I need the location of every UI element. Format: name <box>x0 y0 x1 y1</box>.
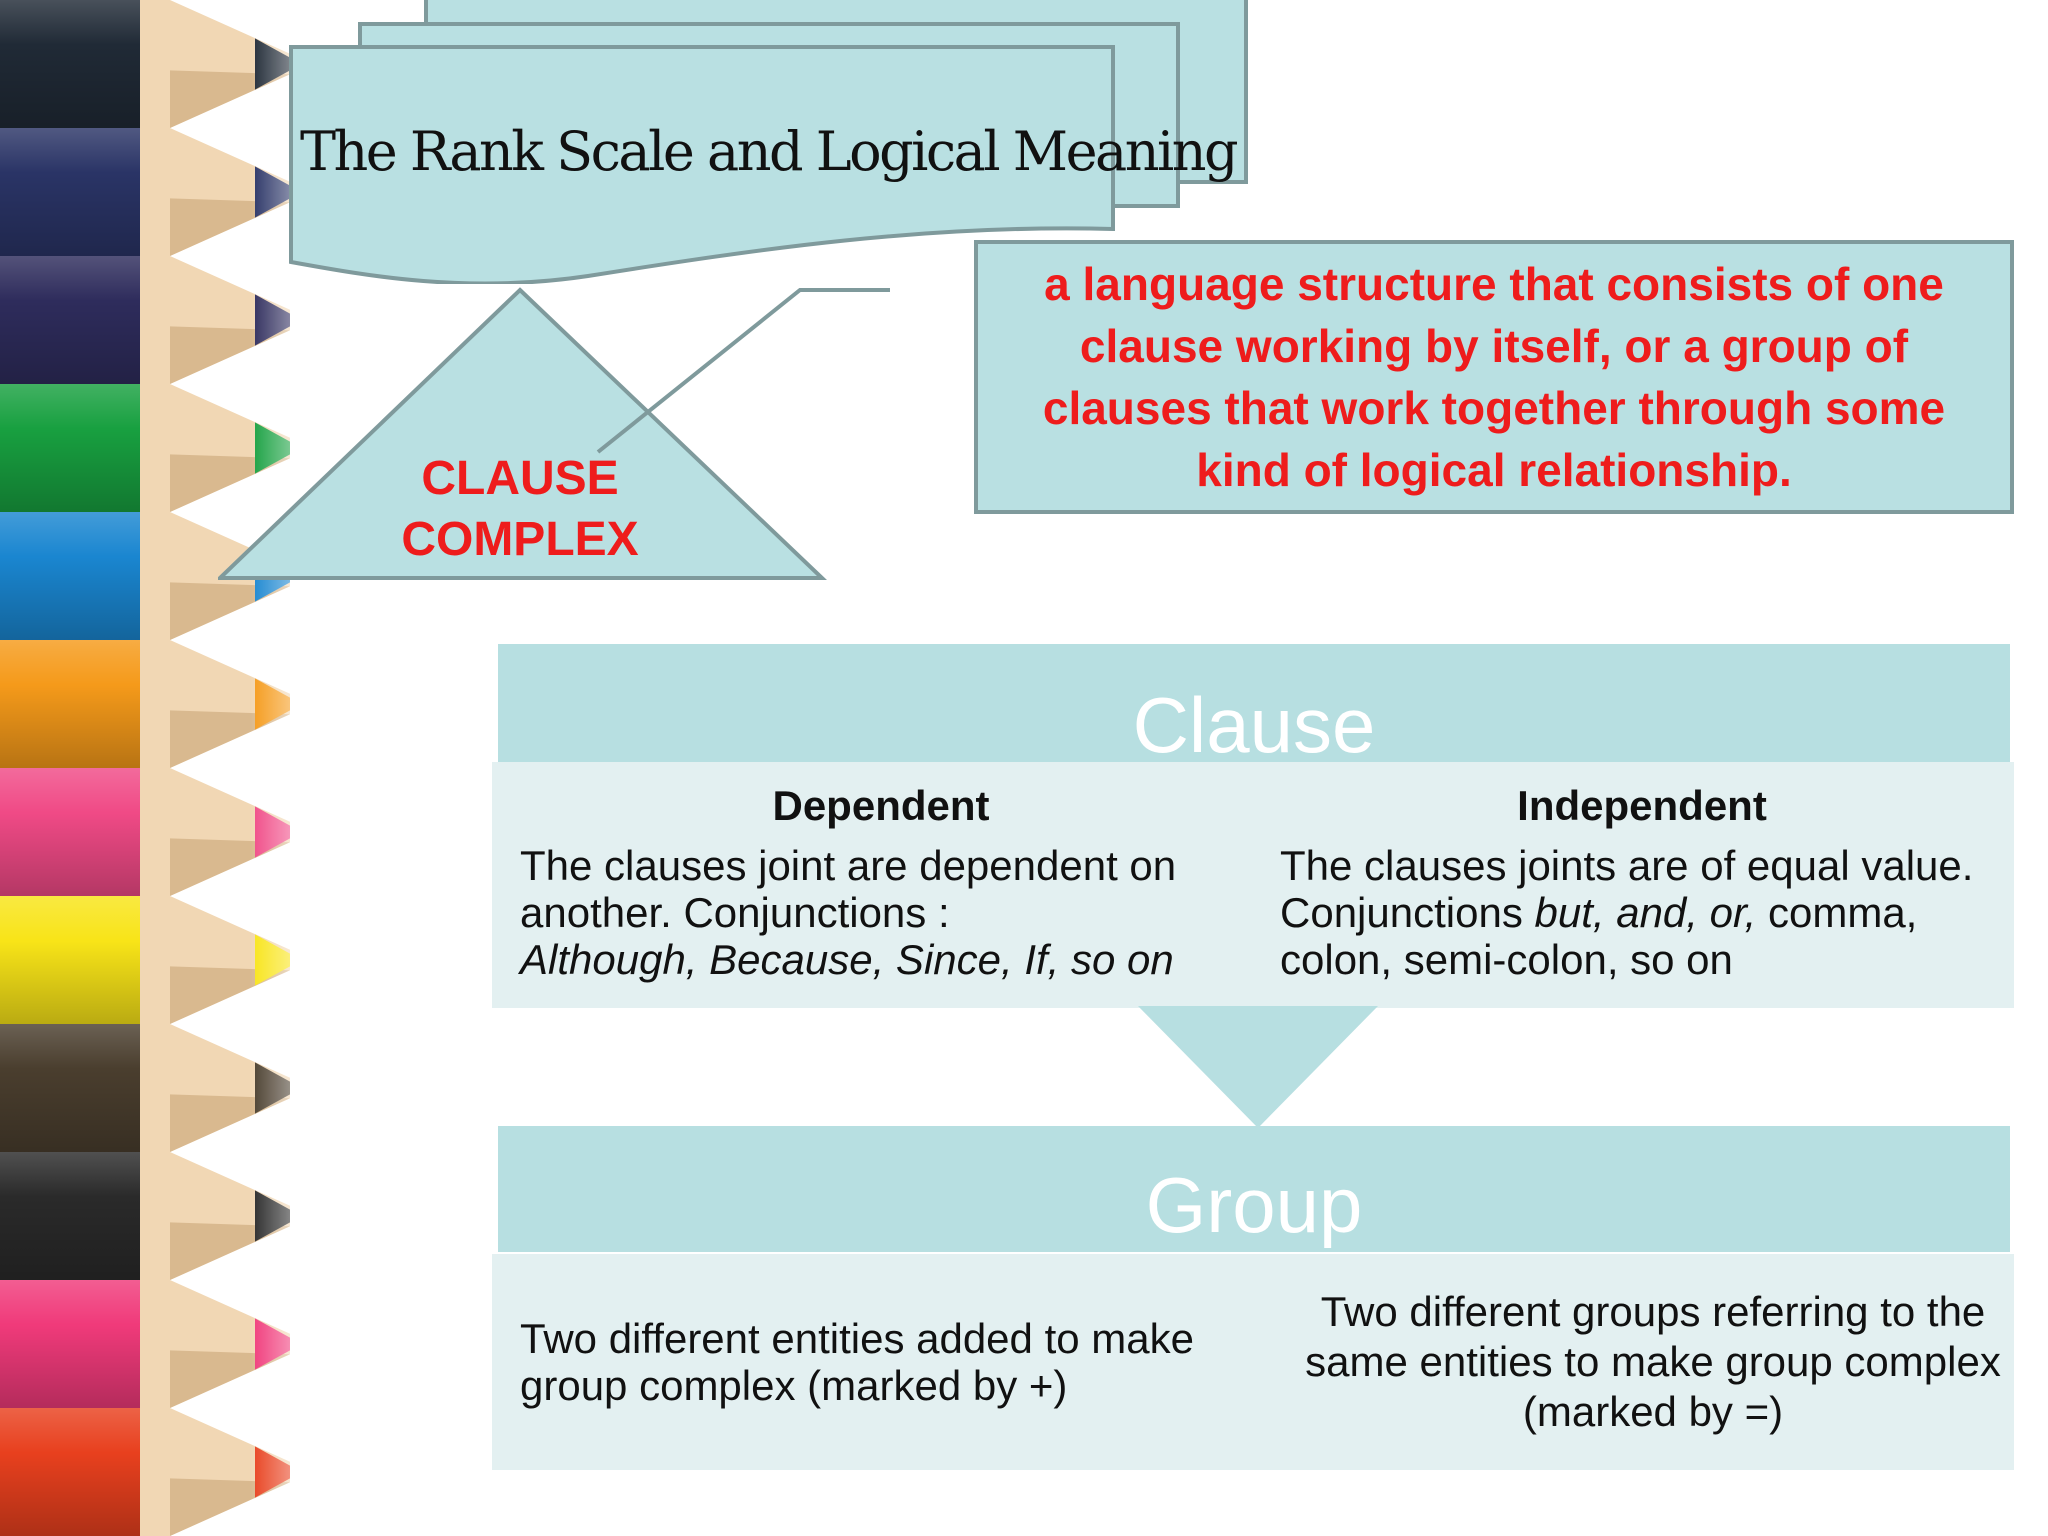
title-banner <box>289 45 1115 284</box>
pencil <box>0 1408 330 1536</box>
down-arrow-icon <box>1138 1006 1378 1128</box>
clause-complex-label: CLAUSE COMPLEX <box>330 448 710 570</box>
clause-body: Dependent The clauses joint are dependen… <box>492 762 2014 1008</box>
pencil <box>0 128 330 256</box>
dependent-examples: Although, Because, Since, If, so on <box>520 936 1174 983</box>
definition-text: a language structure that consists of on… <box>1042 258 1946 496</box>
clause-complex-line1: CLAUSE <box>421 452 619 505</box>
clause-header-label: Clause <box>1132 681 1376 769</box>
independent-text: The clauses joints are of equal value. C… <box>1280 842 2004 983</box>
dependent-heading: Dependent <box>772 782 990 829</box>
independent-examples: but, and, or, <box>1534 889 1757 936</box>
independent-description: The clauses joints are of equal value. C… <box>1280 842 1974 936</box>
pencil <box>0 384 330 512</box>
page-title: The Rank Scale and Logical Meaning <box>300 120 1239 183</box>
pencil <box>0 512 330 640</box>
pencils-decoration <box>0 0 360 1536</box>
independent-description-end: comma, colon, semi-colon, so on <box>1280 889 1918 983</box>
group-header-label: Group <box>1145 1161 1363 1249</box>
group-header: Group <box>498 1126 2010 1252</box>
independent-column: Independent The clauses joints are of eq… <box>1252 762 2014 1008</box>
pencil <box>0 0 330 128</box>
independent-heading: Independent <box>1517 782 1767 829</box>
group-left-text: Two different entities added to make gro… <box>520 1315 1194 1409</box>
group-body: Two different entities added to make gro… <box>492 1254 2014 1470</box>
dependent-description: The clauses joint are dependent on anoth… <box>520 842 1177 936</box>
pencil <box>0 256 330 384</box>
definition-box: a language structure that consists of on… <box>974 240 2014 514</box>
dependent-column: Dependent The clauses joint are dependen… <box>492 762 1252 1008</box>
clause-header: Clause <box>498 644 2010 764</box>
pencil <box>0 768 330 896</box>
clause-complex-line2: COMPLEX <box>401 513 639 566</box>
pencil <box>0 640 330 768</box>
clause-complex-triangle <box>218 287 890 580</box>
group-right-text: Two different groups referring to the sa… <box>1305 1288 2001 1435</box>
pencil <box>0 1280 330 1408</box>
dependent-text: The clauses joint are dependent on anoth… <box>520 842 1242 983</box>
